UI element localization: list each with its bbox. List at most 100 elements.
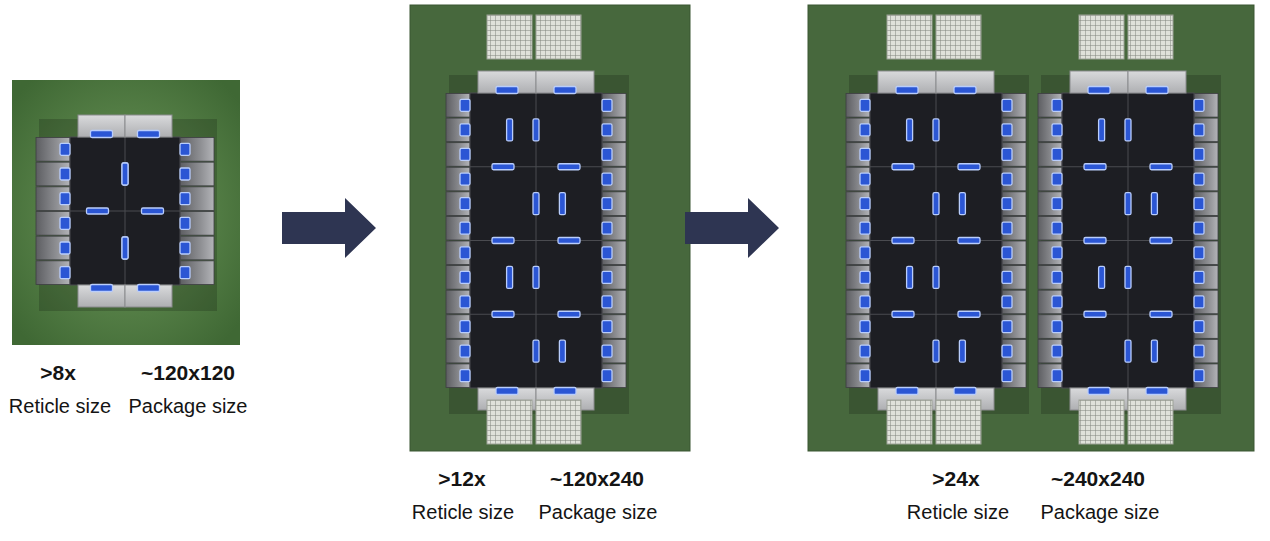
- memory-stack: [846, 143, 870, 167]
- interconnect-pad: [180, 242, 190, 254]
- memory-stack: [1038, 266, 1062, 290]
- memory-stack: [602, 339, 626, 363]
- interconnect-pad: [1002, 198, 1012, 210]
- memory-stack: [446, 216, 470, 240]
- interconnect-pad: [1052, 370, 1062, 382]
- interconnect-pad: [860, 173, 870, 185]
- memory-stack: [602, 241, 626, 265]
- interconnect-pad: [1052, 321, 1062, 333]
- memory-stack: [1194, 315, 1218, 339]
- interconnect-pad: [558, 311, 580, 317]
- memory-stack: [602, 118, 626, 142]
- interconnect-pad: [554, 87, 576, 94]
- memory-stack: [846, 94, 870, 118]
- block-arrow: [685, 198, 779, 258]
- interconnect-pad: [1088, 87, 1110, 94]
- memory-stack: [180, 187, 214, 211]
- interconnect-pad: [602, 247, 612, 259]
- interconnect-pad: [860, 222, 870, 234]
- memory-stack: [1002, 290, 1026, 314]
- interconnect-pad: [60, 242, 70, 254]
- memory-stack: [180, 261, 214, 285]
- interconnect-pad: [1084, 311, 1106, 317]
- interconnect-pad: [138, 131, 160, 138]
- memory-stack: [36, 187, 70, 211]
- memory-stack: [602, 94, 626, 118]
- mesh-block: [487, 15, 532, 59]
- interconnect-pad: [1002, 148, 1012, 160]
- interconnect-pad: [507, 119, 513, 141]
- interconnect-pad: [559, 340, 565, 362]
- memory-stack: [36, 162, 70, 186]
- mesh-block: [936, 15, 981, 59]
- memory-stack: [1002, 192, 1026, 216]
- interconnect-pad: [860, 247, 870, 259]
- interconnect-pad: [180, 168, 190, 180]
- interconnect-pad: [602, 173, 612, 185]
- interconnect-pad: [1002, 124, 1012, 136]
- memory-stack: [846, 266, 870, 290]
- compute-complex: [446, 71, 629, 414]
- mesh-block: [1079, 15, 1124, 59]
- interconnect-pad: [1002, 222, 1012, 234]
- interconnect-pad: [1084, 238, 1106, 244]
- memory-stack: [846, 216, 870, 240]
- interconnect-pad: [1194, 345, 1204, 357]
- interconnect-pad: [1052, 222, 1062, 234]
- interconnect-pad: [896, 87, 918, 94]
- memory-stack: [446, 167, 470, 191]
- io-tile: [1070, 71, 1128, 93]
- interconnect-pad: [180, 267, 190, 279]
- memory-stack: [446, 192, 470, 216]
- interconnect-pad: [602, 99, 612, 111]
- package-substrate: [808, 5, 1254, 451]
- interconnect-pad: [860, 99, 870, 111]
- memory-stack: [1038, 94, 1062, 118]
- memory-stack: [446, 266, 470, 290]
- memory-stack: [180, 236, 214, 260]
- interconnect-pad: [896, 388, 918, 395]
- interconnect-pad: [602, 222, 612, 234]
- metric-caption: Reticle size: [9, 394, 111, 418]
- interconnect-pad: [602, 296, 612, 308]
- mesh-block: [887, 400, 932, 444]
- interconnect-pad: [1194, 296, 1204, 308]
- interconnect-pad: [1194, 247, 1204, 259]
- interconnect-pad: [1151, 193, 1157, 215]
- memory-stack: [846, 167, 870, 191]
- interconnect-pad: [91, 285, 113, 292]
- memory-stack: [846, 315, 870, 339]
- memory-stack: [1194, 266, 1218, 290]
- interconnect-pad: [860, 271, 870, 283]
- interconnect-pad: [860, 370, 870, 382]
- memory-stack: [1038, 315, 1062, 339]
- metric-value: >8x: [40, 360, 76, 385]
- interconnect-pad: [907, 119, 913, 141]
- io-tile: [936, 71, 994, 93]
- memory-stack: [1002, 315, 1026, 339]
- flow-arrows: [282, 198, 779, 258]
- interconnect-pad: [492, 238, 514, 244]
- compute-complex: [1038, 71, 1221, 414]
- interconnect-pad: [1052, 345, 1062, 357]
- interconnect-pad: [460, 321, 470, 333]
- interconnect-pad: [180, 193, 190, 205]
- memory-stack: [1002, 364, 1026, 388]
- mesh-block: [536, 15, 581, 59]
- interconnect-pad: [602, 345, 612, 357]
- interconnect-pad: [1151, 340, 1157, 362]
- memory-stack: [602, 266, 626, 290]
- interconnect-pad: [959, 340, 965, 362]
- package-substrate: [12, 80, 240, 345]
- interconnect-pad: [533, 340, 539, 362]
- interconnect-pad: [554, 388, 576, 395]
- interconnect-pad: [559, 193, 565, 215]
- interconnect-pad: [860, 321, 870, 333]
- interconnect-pad: [907, 266, 913, 288]
- compute-complex: [846, 71, 1029, 414]
- memory-stack: [1194, 118, 1218, 142]
- memory-stack: [1194, 167, 1218, 191]
- interconnect-pad: [933, 193, 939, 215]
- interconnect-pad: [1150, 311, 1172, 317]
- memory-stack: [846, 339, 870, 363]
